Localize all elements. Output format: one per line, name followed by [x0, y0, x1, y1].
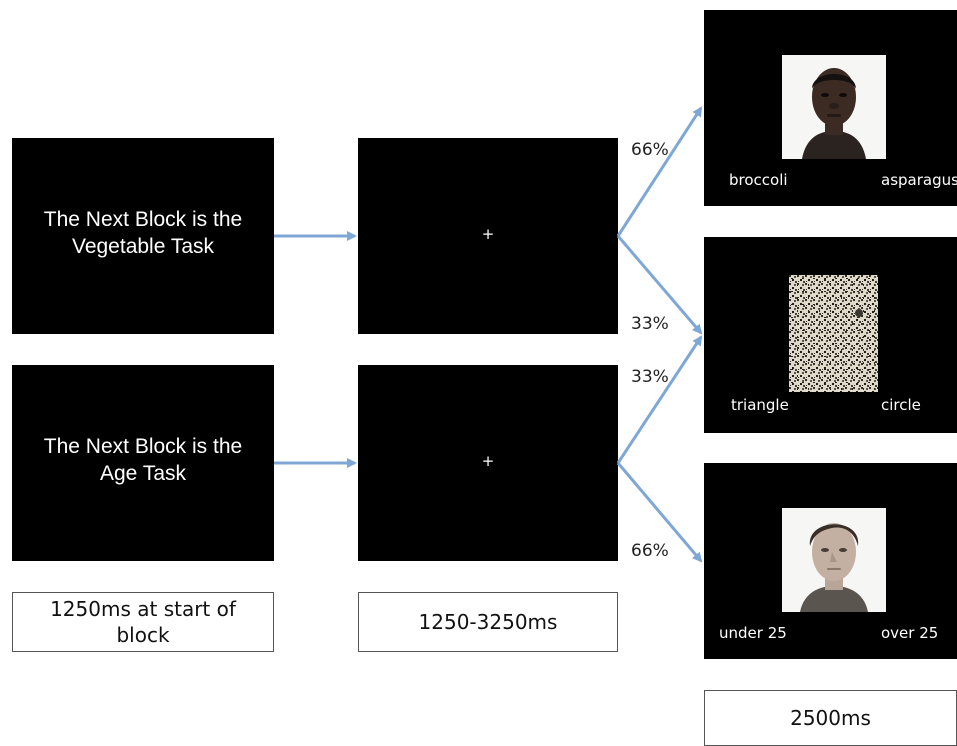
response-right-circle: circle [881, 396, 921, 414]
pct-bottom-upper: 33% [631, 367, 669, 387]
cue-vegetable-line1: The Next Block is the [43, 208, 243, 231]
fixation-cross-top: + [481, 225, 495, 243]
pct-top-upper: 66% [631, 140, 669, 160]
target-screen-noise: triangle circle [704, 237, 957, 433]
face-dark-icon [782, 55, 886, 159]
response-right-asparagus: asparagus [881, 171, 957, 189]
response-left-triangle: triangle [731, 396, 789, 414]
cue-vegetable-line2: Vegetable Task [71, 235, 215, 258]
arrow-bottom-to-noise [616, 335, 703, 464]
arrow-bottom-to-face [616, 462, 703, 563]
target-screen-face-dark: broccoli asparagus [704, 10, 957, 206]
noise-pattern-icon [789, 275, 878, 392]
cue-screen-age: The Next Block is the Age Task [12, 365, 274, 561]
timing-cue-line2: block [116, 623, 170, 647]
cue-screen-vegetable: The Next Block is the Vegetable Task [12, 138, 274, 334]
arrow-top-to-noise [616, 235, 703, 335]
pct-bottom-lower: 66% [631, 541, 669, 561]
timing-label-cue: 1250ms at start of block [12, 592, 274, 652]
cue-age-line2: Age Task [100, 462, 186, 485]
pct-top-lower: 33% [631, 314, 669, 334]
target-screen-face-light: under 25 over 25 [704, 463, 957, 659]
response-left-under-25: under 25 [719, 624, 787, 642]
face-light-icon [782, 508, 886, 612]
cue-text-vegetable: The Next Block is the Vegetable Task [12, 206, 274, 260]
fixation-screen-top: + [358, 138, 618, 334]
face-light-image [782, 508, 886, 612]
timing-label-target: 2500ms [704, 690, 957, 746]
cue-text-age: The Next Block is the Age Task [12, 433, 274, 487]
response-left-broccoli: broccoli [729, 171, 788, 189]
response-right-over-25: over 25 [881, 624, 939, 642]
fixation-screen-bottom: + [358, 365, 618, 561]
timing-fixation-text: 1250-3250ms [418, 610, 558, 634]
arrow-top-to-face [616, 106, 703, 237]
noise-image [789, 275, 878, 392]
timing-cue-line1: 1250ms at start of [50, 597, 236, 621]
fixation-cross-bottom: + [481, 452, 495, 470]
cue-age-line1: The Next Block is the [43, 435, 243, 458]
timing-label-fixation: 1250-3250ms [358, 592, 618, 652]
timing-target-text: 2500ms [790, 706, 871, 730]
face-dark-image [782, 55, 886, 159]
